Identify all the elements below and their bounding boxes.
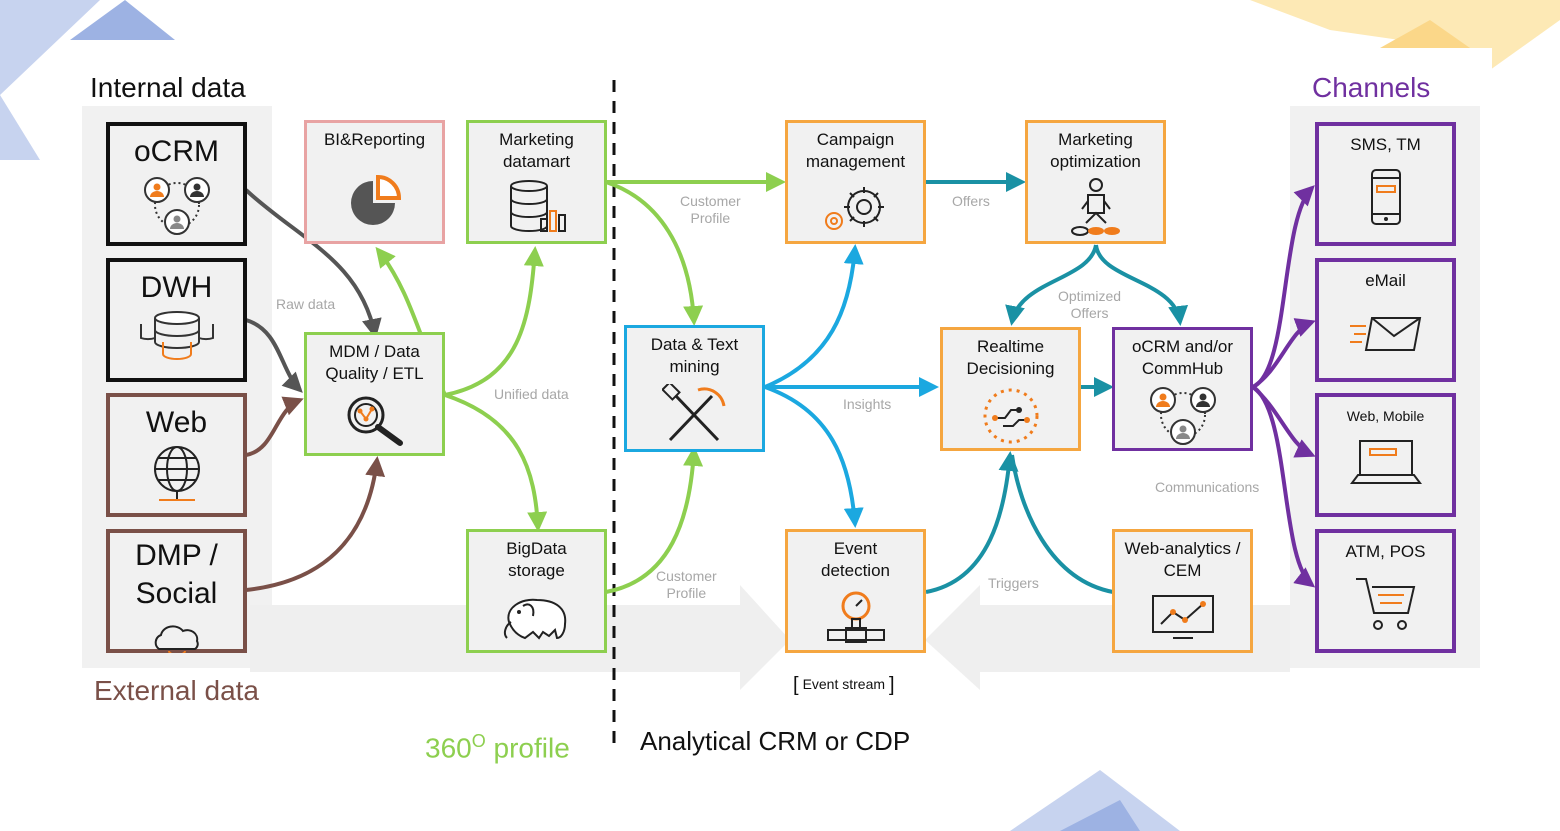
channel-atm-label: ATM, POS xyxy=(1345,542,1426,561)
bracket-left: [ xyxy=(793,674,799,696)
globe-icon xyxy=(153,446,200,501)
external-data-title: External data xyxy=(94,675,259,706)
channel-atm-pos[interactable]: ATM, POS xyxy=(1315,529,1456,653)
label-customer-profile-top: Customer Profile xyxy=(680,193,741,226)
node-datamart-label: Marketing datamart xyxy=(499,130,574,171)
balance-person-icon xyxy=(1070,178,1120,236)
label-triggers: Triggers xyxy=(988,575,1039,591)
node-mining-label: Data & Text mining xyxy=(650,335,739,376)
laptop-icon xyxy=(1349,440,1422,484)
source-ocrm-label: oCRM xyxy=(133,135,219,168)
source-dmp-social[interactable]: DMP / Social xyxy=(106,529,247,653)
pie-chart-icon xyxy=(350,174,401,225)
node-optimization-label: Marketing optimization xyxy=(1050,130,1141,171)
source-dmp-label: DMP / Social xyxy=(135,539,218,610)
pressure-gauge-icon xyxy=(826,591,885,643)
profile-degree: O xyxy=(471,731,486,751)
magnifier-icon xyxy=(347,396,403,446)
profile-360-title: 360O profile xyxy=(425,725,570,764)
node-ocrm-commhub[interactable]: oCRM and/or CommHub xyxy=(1112,327,1253,451)
node-bigdata-label: BigData storage xyxy=(506,539,567,580)
pickaxe-shovel-icon xyxy=(661,384,725,442)
smartphone-icon xyxy=(1370,169,1401,225)
event-stream-text: Event stream xyxy=(802,676,886,692)
node-campaign-management[interactable]: Campaign management xyxy=(785,120,926,244)
label-unified-data: Unified data xyxy=(494,386,569,402)
node-mdm-label: MDM / Data Quality / ETL xyxy=(325,342,424,383)
node-realtime-decisioning[interactable]: Realtime Decisioning xyxy=(940,327,1081,451)
people-network-icon xyxy=(1149,387,1216,445)
source-dwh-label: DWH xyxy=(140,271,213,304)
channel-sms-tm[interactable]: SMS, TM xyxy=(1315,122,1456,246)
node-event-detection[interactable]: Event detection xyxy=(785,529,926,653)
shopping-cart-icon xyxy=(1355,578,1415,630)
internal-data-title: Internal data xyxy=(90,72,246,103)
channel-email[interactable]: eMail xyxy=(1315,258,1456,382)
source-dwh[interactable]: DWH xyxy=(106,258,247,382)
channels-title: Channels xyxy=(1312,72,1431,103)
node-webanalytics-label: Web-analytics / CEM xyxy=(1124,539,1241,580)
label-optimized-offers: Optimized Offers xyxy=(1058,288,1122,321)
monitor-chart-icon xyxy=(1151,595,1214,639)
channel-webmobile-label: Web, Mobile xyxy=(1346,408,1425,424)
label-event-stream: [Event stream] xyxy=(793,674,895,697)
node-bigdata-storage[interactable]: BigData storage xyxy=(466,529,607,653)
label-raw-data: Raw data xyxy=(276,296,336,312)
people-network-icon xyxy=(143,177,210,235)
channel-sms-label: SMS, TM xyxy=(1350,135,1421,154)
label-insights: Insights xyxy=(843,396,892,412)
node-realtime-label: Realtime Decisioning xyxy=(966,337,1055,378)
bracket-right: ] xyxy=(889,674,895,696)
database-stack-icon xyxy=(139,311,214,360)
envelope-icon xyxy=(1349,317,1421,351)
node-bi-reporting[interactable]: BI&Reporting xyxy=(304,120,445,244)
channel-web-mobile[interactable]: Web, Mobile xyxy=(1315,393,1456,517)
node-web-analytics[interactable]: Web-analytics / CEM xyxy=(1112,529,1253,653)
channel-email-label: eMail xyxy=(1365,271,1406,290)
node-marketing-optimization[interactable]: Marketing optimization xyxy=(1025,120,1166,244)
node-bi-label: BI&Reporting xyxy=(323,130,426,149)
node-event-label: Event detection xyxy=(821,539,890,580)
circuit-circle-icon xyxy=(983,388,1038,444)
gear-icon xyxy=(824,187,884,230)
profile-360-number: 360 xyxy=(425,732,472,764)
label-offers: Offers xyxy=(952,193,990,209)
source-web[interactable]: Web xyxy=(106,393,247,517)
node-campaign-label: Campaign management xyxy=(805,130,906,171)
profile-word: profile xyxy=(485,732,570,764)
node-data-text-mining[interactable]: Data & Text mining xyxy=(624,325,765,452)
node-marketing-datamart[interactable]: Marketing datamart xyxy=(466,120,607,244)
label-customer-profile-bottom: Customer Profile xyxy=(656,568,717,601)
elephant-icon xyxy=(503,598,566,640)
node-mdm-etl[interactable]: MDM / Data Quality / ETL xyxy=(304,332,445,456)
database-bar-chart-icon xyxy=(509,180,566,232)
cloud-icon xyxy=(154,625,199,653)
source-ocrm[interactable]: oCRM xyxy=(106,122,247,246)
node-ocrm-hub-label: oCRM and/or CommHub xyxy=(1131,337,1234,378)
analytical-crm-title: Analytical CRM or CDP xyxy=(640,726,911,756)
source-web-label: Web xyxy=(145,406,208,439)
label-communications: Communications xyxy=(1155,479,1260,495)
